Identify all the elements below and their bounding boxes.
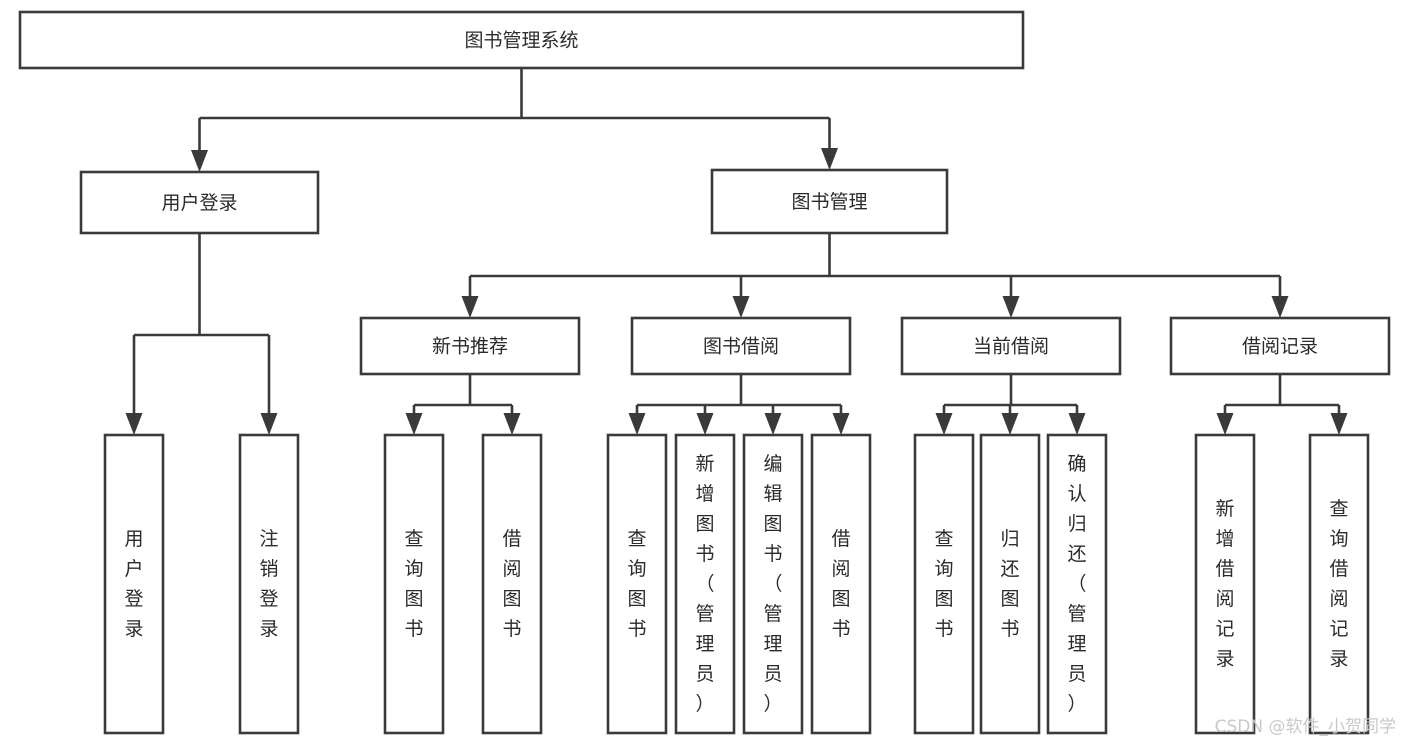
link-root-to-user-login-arrowhead	[191, 150, 208, 172]
link-new-book-recommend-to-recommend-borrow-book-arrowhead	[503, 413, 521, 435]
node-label-current-return-book: 归还图书	[1000, 528, 1019, 640]
node-borrow-query-book[interactable]: 查询图书	[606, 433, 668, 735]
node-root[interactable]: 图书管理系统	[18, 10, 1025, 70]
node-label-recommend-query-book: 查询图书	[404, 528, 423, 640]
node-box-book-borrow	[630, 316, 852, 376]
node-record-query[interactable]: 查询借阅记录	[1308, 433, 1370, 735]
link-book-borrow-to-borrow-edit-book-arrowhead	[764, 413, 782, 435]
link-borrow-record-to-record-query-arrowhead	[1330, 413, 1348, 435]
node-label-borrow-record: 借阅记录	[1242, 336, 1318, 358]
node-current-borrow[interactable]: 当前借阅	[900, 316, 1122, 376]
node-box-recommend-query-book	[383, 433, 445, 735]
node-recommend-query-book[interactable]: 查询图书	[383, 433, 445, 735]
node-label-root: 图书管理系统	[464, 30, 578, 52]
csdn-watermark: CSDN @软件_小贺同学	[1215, 717, 1396, 737]
node-label-new-book-recommend: 新书推荐	[432, 336, 508, 358]
node-label-current-borrow: 当前借阅	[973, 336, 1049, 358]
node-borrow-add-book[interactable]: 新增图书（管理员）	[674, 433, 736, 735]
link-book-manage-to-borrow-record-arrowhead	[1271, 296, 1289, 318]
node-label-book-manage: 图书管理	[791, 191, 867, 213]
node-label-borrow-borrow-book: 借阅图书	[831, 528, 850, 640]
connector-layer	[125, 68, 1348, 435]
node-label-user-login-leaf: 用户登录	[124, 528, 143, 640]
link-book-borrow-to-borrow-query-book-arrowhead	[628, 413, 646, 435]
link-user-login-to-user-logout-leaf-arrowhead	[260, 413, 278, 435]
node-label-user-login: 用户登录	[161, 192, 237, 214]
node-box-current-borrow	[900, 316, 1122, 376]
link-book-borrow-to-borrow-add-book-arrowhead	[696, 413, 714, 435]
node-box-current-return-book	[979, 433, 1041, 735]
node-label-book-borrow: 图书借阅	[703, 336, 779, 358]
node-label-current-confirm-return: 确认归还（管理员）	[1067, 453, 1086, 715]
node-box-book-manage	[710, 168, 949, 235]
node-label-current-query-book: 查询图书	[934, 528, 953, 640]
node-user-logout-leaf[interactable]: 注销登录	[238, 433, 300, 735]
node-label-record-add: 新增借阅记录	[1215, 498, 1234, 670]
node-label-borrow-add-book: 新增图书（管理员）	[695, 453, 714, 715]
node-box-recommend-borrow-book	[481, 433, 543, 735]
node-borrow-borrow-book[interactable]: 借阅图书	[810, 433, 872, 735]
node-box-borrow-borrow-book	[810, 433, 872, 735]
node-box-borrow-add-book	[674, 433, 736, 735]
node-record-add[interactable]: 新增借阅记录	[1194, 433, 1256, 735]
node-box-record-query	[1308, 433, 1370, 735]
node-user-login[interactable]: 用户登录	[79, 170, 320, 235]
link-book-manage-to-new-book-recommend-arrowhead	[461, 296, 479, 318]
link-borrow-record-to-record-add-arrowhead	[1216, 413, 1234, 435]
node-box-record-add	[1194, 433, 1256, 735]
link-new-book-recommend-to-recommend-query-book-arrowhead	[405, 413, 423, 435]
node-user-login-leaf[interactable]: 用户登录	[103, 433, 165, 735]
node-label-record-query: 查询借阅记录	[1329, 498, 1348, 670]
node-box-user-login-leaf	[103, 433, 165, 735]
node-current-return-book[interactable]: 归还图书	[979, 433, 1041, 735]
link-current-borrow-to-current-confirm-return-arrowhead	[1068, 413, 1086, 435]
node-label-recommend-borrow-book: 借阅图书	[502, 528, 521, 640]
node-box-new-book-recommend	[359, 316, 581, 376]
node-current-query-book[interactable]: 查询图书	[913, 433, 975, 735]
link-book-manage-to-current-borrow-arrowhead	[1002, 296, 1020, 318]
node-book-manage[interactable]: 图书管理	[710, 168, 949, 235]
node-box-user-logout-leaf	[238, 433, 300, 735]
node-label-user-logout-leaf: 注销登录	[259, 528, 278, 640]
node-box-borrow-record	[1169, 316, 1391, 376]
node-box-user-login	[79, 170, 320, 235]
node-label-borrow-edit-book: 编辑图书（管理员）	[763, 453, 782, 715]
node-recommend-borrow-book[interactable]: 借阅图书	[481, 433, 543, 735]
node-layer: 图书管理系统用户登录用户登录注销登录图书管理新书推荐查询图书借阅图书图书借阅查询…	[18, 10, 1391, 735]
node-borrow-record[interactable]: 借阅记录	[1169, 316, 1391, 376]
link-user-login-to-user-login-leaf-arrowhead	[125, 413, 143, 435]
link-current-borrow-to-current-query-book-arrowhead	[935, 413, 953, 435]
node-borrow-edit-book[interactable]: 编辑图书（管理员）	[742, 433, 804, 735]
link-book-manage-to-book-borrow-arrowhead	[732, 296, 750, 318]
link-book-borrow-to-borrow-borrow-book-arrowhead	[832, 413, 850, 435]
node-box-borrow-query-book	[606, 433, 668, 735]
node-label-borrow-query-book: 查询图书	[627, 528, 646, 640]
node-box-borrow-edit-book	[742, 433, 804, 735]
link-current-borrow-to-current-return-book-arrowhead	[1001, 413, 1019, 435]
node-box-root	[18, 10, 1025, 70]
node-current-confirm-return[interactable]: 确认归还（管理员）	[1046, 433, 1108, 735]
link-root-to-book-manage-arrowhead	[821, 148, 838, 170]
node-box-current-confirm-return	[1046, 433, 1108, 735]
node-book-borrow[interactable]: 图书借阅	[630, 316, 852, 376]
node-box-current-query-book	[913, 433, 975, 735]
node-new-book-recommend[interactable]: 新书推荐	[359, 316, 581, 376]
